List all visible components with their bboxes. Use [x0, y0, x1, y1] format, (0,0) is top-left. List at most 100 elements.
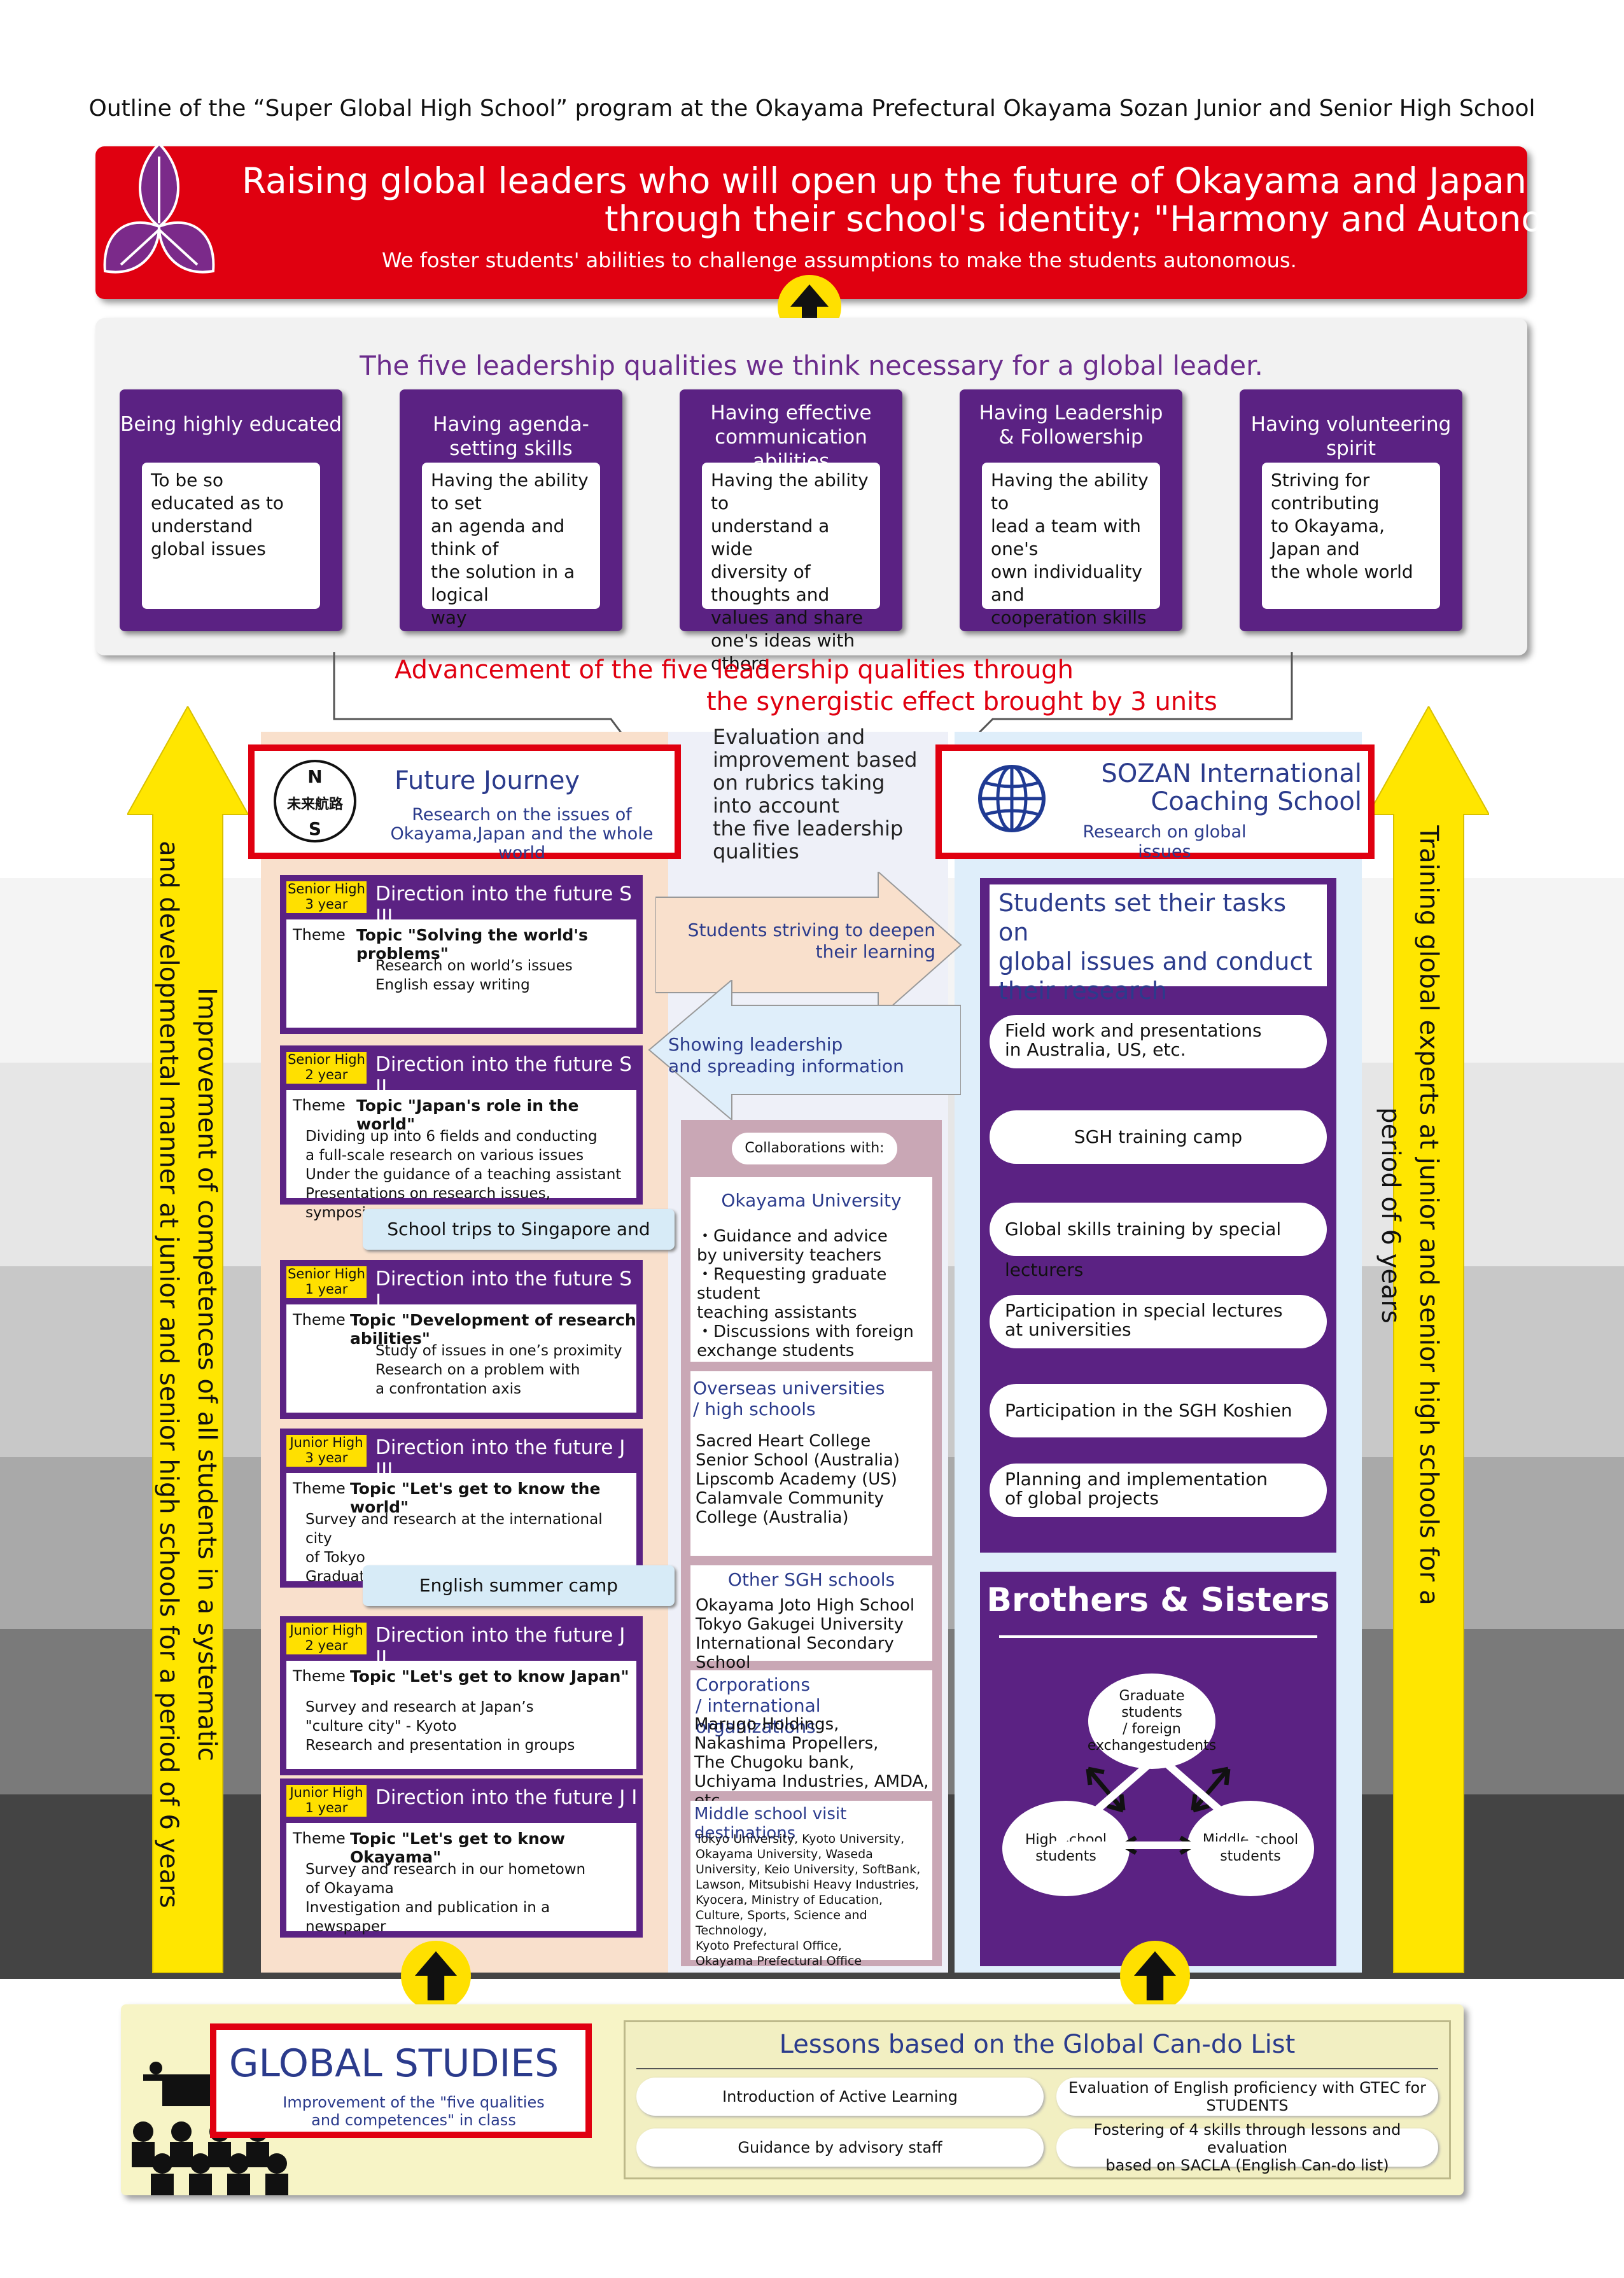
middle-school-box: Middle school visit destinations Tokyo U… [690, 1801, 932, 1968]
mission-banner [95, 146, 1527, 299]
quality-desc: Having the ability to lead a team with o… [982, 463, 1160, 628]
middle-school-title: Middle school visit destinations [694, 1805, 847, 1843]
direction-title: Direction into the future S I [375, 1268, 632, 1313]
advancement-line-1: Advancement of the five leadership quali… [395, 655, 1074, 685]
lesson-pill: Introduction of Active Learning [636, 2078, 1044, 2116]
theme-topic: Topic "Japan's role in the world" [356, 1096, 579, 1133]
direction-content: Theme Topic "Solving the world's problem… [286, 919, 636, 1028]
corporations-title: Corporations / international organizatio… [696, 1674, 821, 1737]
global-studies-box: GLOBAL STUDIES Improvement of the "five … [210, 2023, 592, 2138]
globe-logo-icon [978, 765, 1046, 832]
divider [636, 2068, 1438, 2069]
task-pill: Field work and presentations in Australi… [990, 1015, 1327, 1068]
banner-line-3: We foster students' abilities to challen… [382, 248, 1297, 272]
theme-label: Theme [293, 1096, 346, 1114]
theme-label: Theme [293, 1311, 346, 1329]
task-pill: Global skills training by special lectur… [990, 1203, 1327, 1280]
grade-badge: Senior High 3 year [286, 881, 367, 913]
corporations-items: Marugo Holdings, Nakashima Propellers, T… [694, 1715, 929, 1810]
theme-details: Research on world’s issues English essay… [375, 958, 573, 993]
theme-details: Study of issues in one’s proximity Resea… [375, 1343, 622, 1397]
quality-card: Having volunteering spirit Striving for … [1240, 389, 1462, 631]
theme-label: Theme [293, 1829, 346, 1847]
deepen-learning-text: Students striving to deepen their learni… [687, 919, 935, 962]
divider [999, 1635, 1317, 1638]
direction-content: Theme Topic "Let's get to know Okayama" … [286, 1823, 636, 1935]
grade-badge: Junior High 1 year [286, 1785, 367, 1817]
grade-badge: Junior High 2 year [286, 1623, 367, 1654]
quality-desc: To be so educated as to understand globa… [142, 463, 320, 609]
direction-card-j3: Junior High 3 year Direction into the fu… [280, 1429, 643, 1588]
overseas-items: Sacred Heart College Senior School (Aust… [696, 1432, 900, 1527]
corporations-box: Corporations / international organizatio… [690, 1670, 932, 1810]
quality-title: Having volunteering spirit [1250, 413, 1452, 460]
sozan-subtitle: Research on global issues [1082, 822, 1247, 862]
brothers-sisters-title: Brothers & Sisters [986, 1581, 1330, 1619]
direction-card-j2: Junior High 2 year Direction into the fu… [280, 1616, 643, 1775]
overseas-box: Overseas universities / high schools Sac… [690, 1371, 932, 1556]
global-studies-title: GLOBAL STUDIES [229, 2041, 559, 2086]
school-trips-label: School trips to Singapore and Malaysia [363, 1209, 675, 1280]
quality-card: Having effective communication abilities… [680, 389, 902, 674]
compass-label: 未来航路 [286, 797, 343, 813]
overseas-title: Overseas universities / high schools [693, 1378, 885, 1420]
lesson-pill: Fostering of 4 skills through lessons an… [1056, 2121, 1438, 2174]
theme-topic: Topic "Let's get to know Japan" [350, 1667, 629, 1686]
okayama-university-title: Okayama University [721, 1190, 902, 1211]
compass-icon: N 未来航路 S [274, 760, 356, 842]
lesson-pill: Evaluation of English proficiency with G… [1056, 2078, 1438, 2116]
direction-card-j1: Junior High 1 year Direction into the fu… [280, 1778, 643, 1938]
quality-card: Having agenda-setting skills Having the … [400, 389, 622, 631]
quality-desc: Having the ability to understand a wide … [702, 463, 880, 674]
task-pill: Participation in the SGH Koshien [990, 1384, 1327, 1437]
up-arrow-icon [1120, 1941, 1190, 2011]
future-journey-subtitle: Research on the issues of Okayama,Japan … [390, 805, 654, 863]
future-journey-header: N 未来航路 S Future Journey Research on the … [248, 744, 681, 863]
grade-badge: Senior High 1 year [286, 1266, 367, 1298]
quality-title: Having Leadership & Followership [979, 402, 1163, 449]
leadership-spreading-text: Showing leadership and spreading informa… [668, 1034, 904, 1077]
summer-camp-label: English summer camp [363, 1565, 675, 1606]
quality-title: Having agenda-setting skills [433, 413, 589, 460]
grade-badge: Junior High 3 year [286, 1435, 367, 1467]
theme-label: Theme [293, 1479, 346, 1497]
school-crest-icon [103, 142, 215, 274]
qualities-heading: The five leadership qualities we think n… [360, 350, 1263, 381]
compass-n: N [307, 766, 323, 787]
quality-desc: Striving for contributing to Okayama, Ja… [1262, 463, 1440, 609]
outline-title: Outline of the “Super Global High School… [88, 95, 1536, 122]
direction-content: Theme Topic "Development of research abi… [286, 1304, 636, 1413]
theme-topic: Topic "Let's get to know Okayama" [350, 1829, 566, 1866]
direction-title: Direction into the future S III [375, 883, 632, 928]
okayama-university-items: ・Guidance and advice by university teach… [697, 1227, 914, 1360]
direction-title: Direction into the future J I [375, 1786, 638, 1809]
theme-label: Theme [293, 926, 346, 944]
okayama-university-box: Okayama University ・Guidance and advice … [690, 1177, 932, 1362]
theme-topic: Topic "Let's get to know the world" [350, 1479, 601, 1516]
direction-card-s3: Senior High 3 year Direction into the fu… [280, 875, 643, 1034]
theme-details: Survey and research in our hometown of O… [305, 1861, 586, 1935]
direction-card-s1: Senior High 1 year Direction into the fu… [280, 1260, 643, 1419]
grade-badge: Senior High 2 year [286, 1052, 367, 1084]
theme-details: Dividing up into 6 fields and conducting… [305, 1128, 622, 1221]
lesson-pill: Guidance by advisory staff [636, 2128, 1044, 2167]
direction-content: Theme Topic "Japan's role in the world" … [286, 1090, 636, 1221]
sgh-schools-items: Okayama Joto High School Tokyo Gakugei U… [696, 1596, 915, 1672]
middle-school-items: Tokyo University, Kyoto University, Okay… [696, 1832, 921, 1968]
future-journey-title: Future Journey [395, 766, 580, 795]
task-pill: SGH training camp [990, 1110, 1327, 1164]
theme-details: Survey and research at Japan’s "culture … [305, 1699, 575, 1754]
global-tasks-title: Students set their tasks on global issue… [990, 884, 1327, 1005]
compass-s: S [308, 818, 322, 839]
banner-line-1: Raising global leaders who will open up … [242, 160, 1527, 201]
direction-content: Theme Topic "Let's get to know Japan" Su… [286, 1661, 636, 1769]
quality-card: Having Leadership & Followership Having … [960, 389, 1182, 631]
task-pill: Planning and implementation of global pr… [990, 1464, 1327, 1517]
direction-title: Direction into the future S II [375, 1053, 632, 1099]
sozan-title: SOZAN International Coaching School [1101, 759, 1362, 816]
task-pill: Participation in special lectures at uni… [990, 1295, 1327, 1348]
left-yellow-arrow-icon [127, 706, 248, 1973]
sgh-schools-title: Other SGH schools [727, 1569, 895, 1590]
global-studies-subtitle: Improvement of the "five qualities and c… [283, 2093, 545, 2129]
advancement-line-2: the synergistic effect brought by 3 unit… [706, 687, 1217, 716]
